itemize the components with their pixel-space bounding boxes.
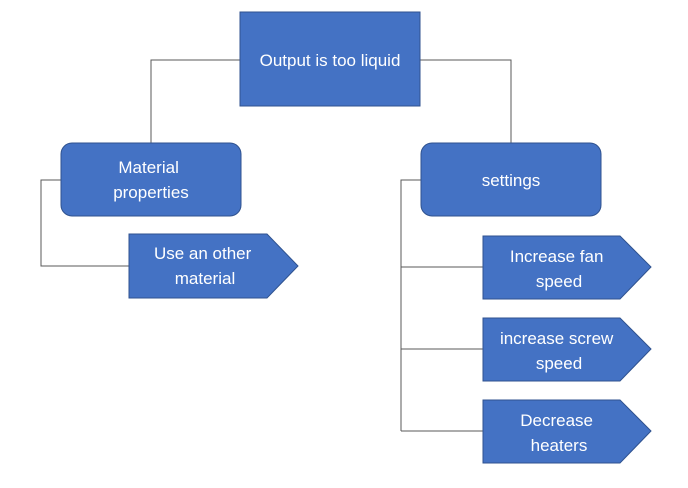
node-use-other-material: Use an other material: [128, 233, 299, 299]
node-increase-screw-speed: increase screw speed: [482, 317, 652, 382]
node-use-other-material-line-1: Use an other: [154, 244, 252, 263]
connector-material-properties-to-use-other-material: [40, 179, 129, 267]
svg-text:increase screw speed: increase screw speed: [500, 329, 618, 373]
node-increase-screw-speed-line-2: speed: [536, 354, 582, 373]
svg-text:settings: settings: [482, 171, 541, 190]
connector-root-to-settings: [420, 59, 512, 143]
node-use-other-material-line-2: material: [175, 269, 235, 288]
node-settings-line-1: settings: [482, 171, 541, 190]
svg-text:Decrease heaters: Decrease heaters: [520, 411, 598, 455]
node-material-properties: Material properties: [60, 142, 242, 217]
connector-settings-trunk: [400, 179, 421, 431]
node-material-properties-line-1: Material: [118, 158, 178, 177]
svg-text:Material properties: Material properties: [113, 158, 189, 202]
svg-text:Use an other material: Use an other material: [154, 244, 256, 288]
node-increase-fan-speed-line-1: Increase fan: [510, 247, 604, 266]
node-increase-fan-speed-line-2: speed: [536, 272, 582, 291]
node-decrease-heaters-line-1: Decrease: [520, 411, 593, 430]
connector-root-to-material-properties: [150, 59, 240, 143]
node-material-properties-line-2: properties: [113, 183, 189, 202]
svg-text:Output is too liquid: Output is too liquid: [260, 51, 401, 70]
node-increase-fan-speed: Increase fan speed: [482, 235, 652, 300]
connectors: [40, 59, 512, 432]
node-root: Output is too liquid: [239, 11, 421, 107]
node-decrease-heaters-line-2: heaters: [531, 436, 588, 455]
node-increase-screw-speed-line-1: increase screw: [500, 329, 614, 348]
node-root-line-1: Output is too liquid: [260, 51, 401, 70]
node-decrease-heaters: Decrease heaters: [482, 399, 652, 464]
node-settings: settings: [420, 142, 602, 217]
svg-text:Increase fan speed: Increase fan speed: [510, 247, 608, 291]
